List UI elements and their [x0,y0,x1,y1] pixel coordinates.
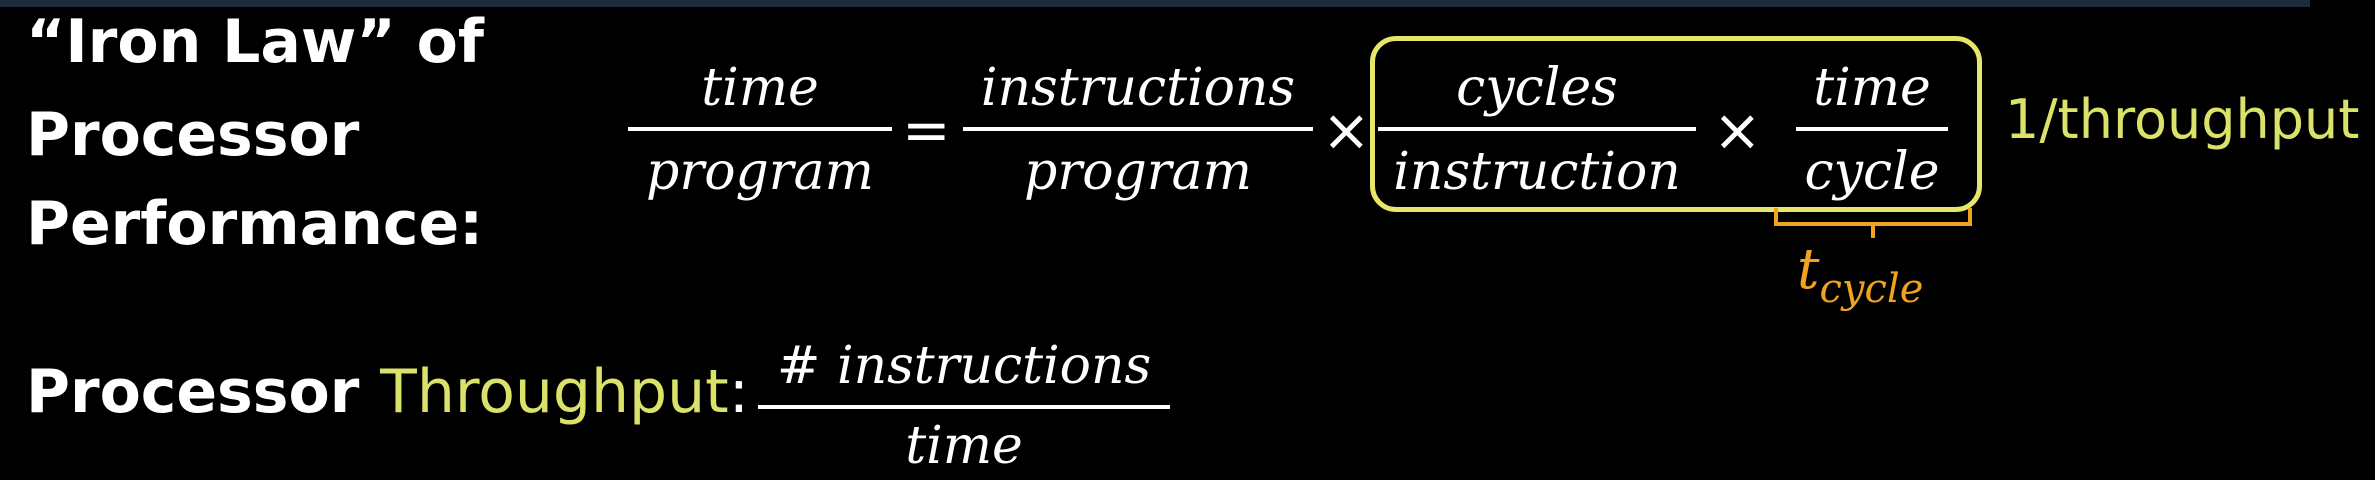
equals-sign: = [902,96,951,164]
term3-numerator: time [1813,58,1931,118]
throughput-heading-processor: Processor [26,357,360,427]
cycle-time-label-main: t [1797,237,1820,302]
term2-denominator: instruction [1393,142,1681,202]
times-sign-1: × [1322,96,1371,164]
term2-numerator: cycles [1456,58,1618,118]
throughput-heading-throughput: Throughput [380,357,729,427]
cycle-time-label-subscript: cycle [1819,266,1924,312]
term3-denominator: cycle [1804,142,1940,202]
highlight-box [1370,36,1982,212]
heading-line-3: Performance: [26,189,484,259]
heading-line-1: “Iron Law” of [26,7,484,77]
inverse-throughput-label: 1/throughput [2005,88,2360,151]
term1-numerator: instructions [980,58,1296,118]
lhs-denominator: program [646,142,874,202]
throughput-heading-colon: : [728,357,749,427]
throughput-heading: Processor Throughput: [26,356,749,428]
cycle-time-label: tcycle [1797,237,1923,313]
throughput-denominator: time [905,416,1023,476]
throughput-fraction-bar [758,405,1170,409]
throughput-numerator: # instructions [776,336,1152,396]
lhs-numerator: time [701,58,819,118]
top-divider [0,0,2310,7]
term3-fraction-bar [1796,127,1948,131]
term1-denominator: program [1024,142,1252,202]
lhs-fraction-bar [628,127,892,131]
times-sign-2: × [1713,96,1762,164]
term2-fraction-bar [1378,127,1696,131]
cycle-time-brace-tick [1871,224,1875,238]
term1-fraction-bar [963,127,1313,131]
heading-line-2: Processor [26,100,360,170]
